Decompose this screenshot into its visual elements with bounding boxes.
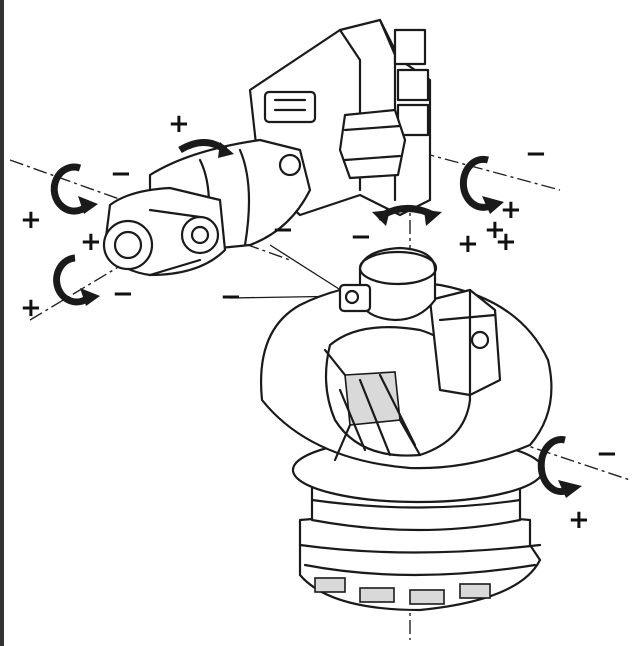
forearm — [102, 138, 312, 277]
axis4-plus-sign-b: + — [80, 227, 102, 257]
axis2-minus-sign: − — [596, 439, 618, 469]
axis3-rotation-icon — [459, 155, 504, 214]
upper-plus-sign: + — [168, 109, 190, 139]
robot-column — [260, 281, 553, 504]
axis4-plus-sign-a: + — [20, 205, 42, 235]
direction-signs: + − + + − − − + − + + + − + − + — [20, 109, 618, 535]
axis6-plus-sign: + — [20, 293, 42, 323]
axis3-minus-sign: − — [525, 139, 547, 169]
axis4-minus-sign: − — [110, 159, 132, 189]
left-edge-bar — [0, 0, 4, 646]
axis5-rotation-icon — [53, 254, 100, 306]
rotation-arrows — [50, 139, 582, 498]
axis1-rotation-icon — [372, 205, 442, 226]
axis5-plus-sign-a: + — [484, 215, 506, 245]
axis2-rotation-icon — [537, 436, 582, 498]
pointer-line-2 — [269, 244, 351, 297]
axis6-minus-sign: − — [220, 282, 242, 312]
axis3-plus-sign: + — [500, 195, 522, 225]
pointer-minus-sign: − — [272, 215, 294, 245]
axis1-minus-sign: − — [350, 222, 372, 252]
axis6-rotation-icon — [178, 139, 234, 158]
axis1-plus-sign: + — [457, 229, 479, 259]
axis4-rotation-icon — [50, 163, 98, 215]
axis5-minus-sign: − — [112, 279, 134, 309]
axis1-motor — [338, 246, 438, 322]
axis2-plus-sign: + — [568, 505, 590, 535]
axis5-plus-sign-b: + — [495, 227, 517, 257]
